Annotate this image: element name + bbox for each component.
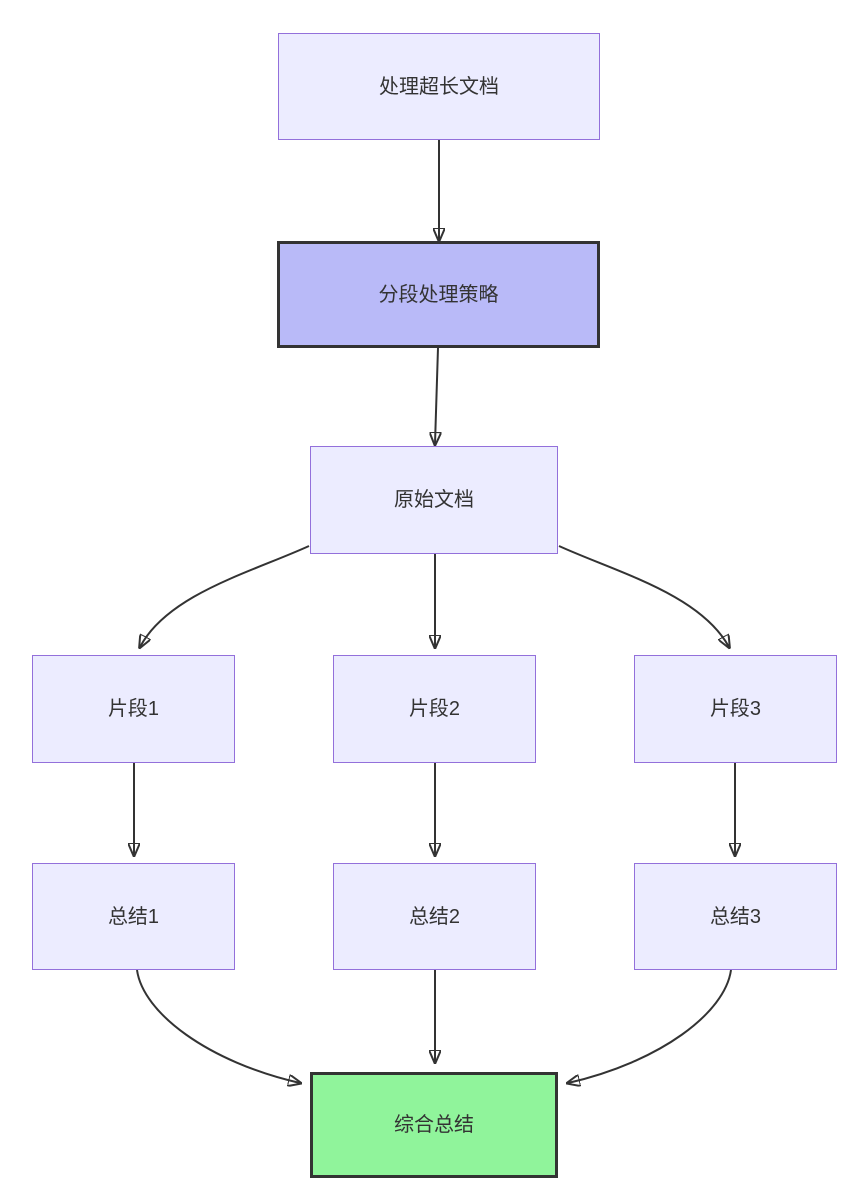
node-summary-3: 总结3: [634, 863, 837, 970]
node-fragment-3: 片段3: [634, 655, 837, 763]
edge-e3-f: [568, 969, 732, 1083]
edge-b-c: [435, 347, 438, 444]
edge-c-d3: [558, 545, 729, 647]
edge-c-d1: [140, 545, 310, 647]
node-fragment-2: 片段2: [333, 655, 536, 763]
edge-e1-f: [136, 969, 300, 1083]
node-summary-2: 总结2: [333, 863, 536, 970]
node-fragment-1: 片段1: [32, 655, 235, 763]
node-combined-summary: 综合总结: [310, 1072, 558, 1178]
node-segmentation-strategy: 分段处理策略: [277, 241, 600, 348]
node-process-long-document: 处理超长文档: [278, 33, 600, 140]
node-summary-1: 总结1: [32, 863, 235, 970]
node-original-document: 原始文档: [310, 446, 558, 554]
